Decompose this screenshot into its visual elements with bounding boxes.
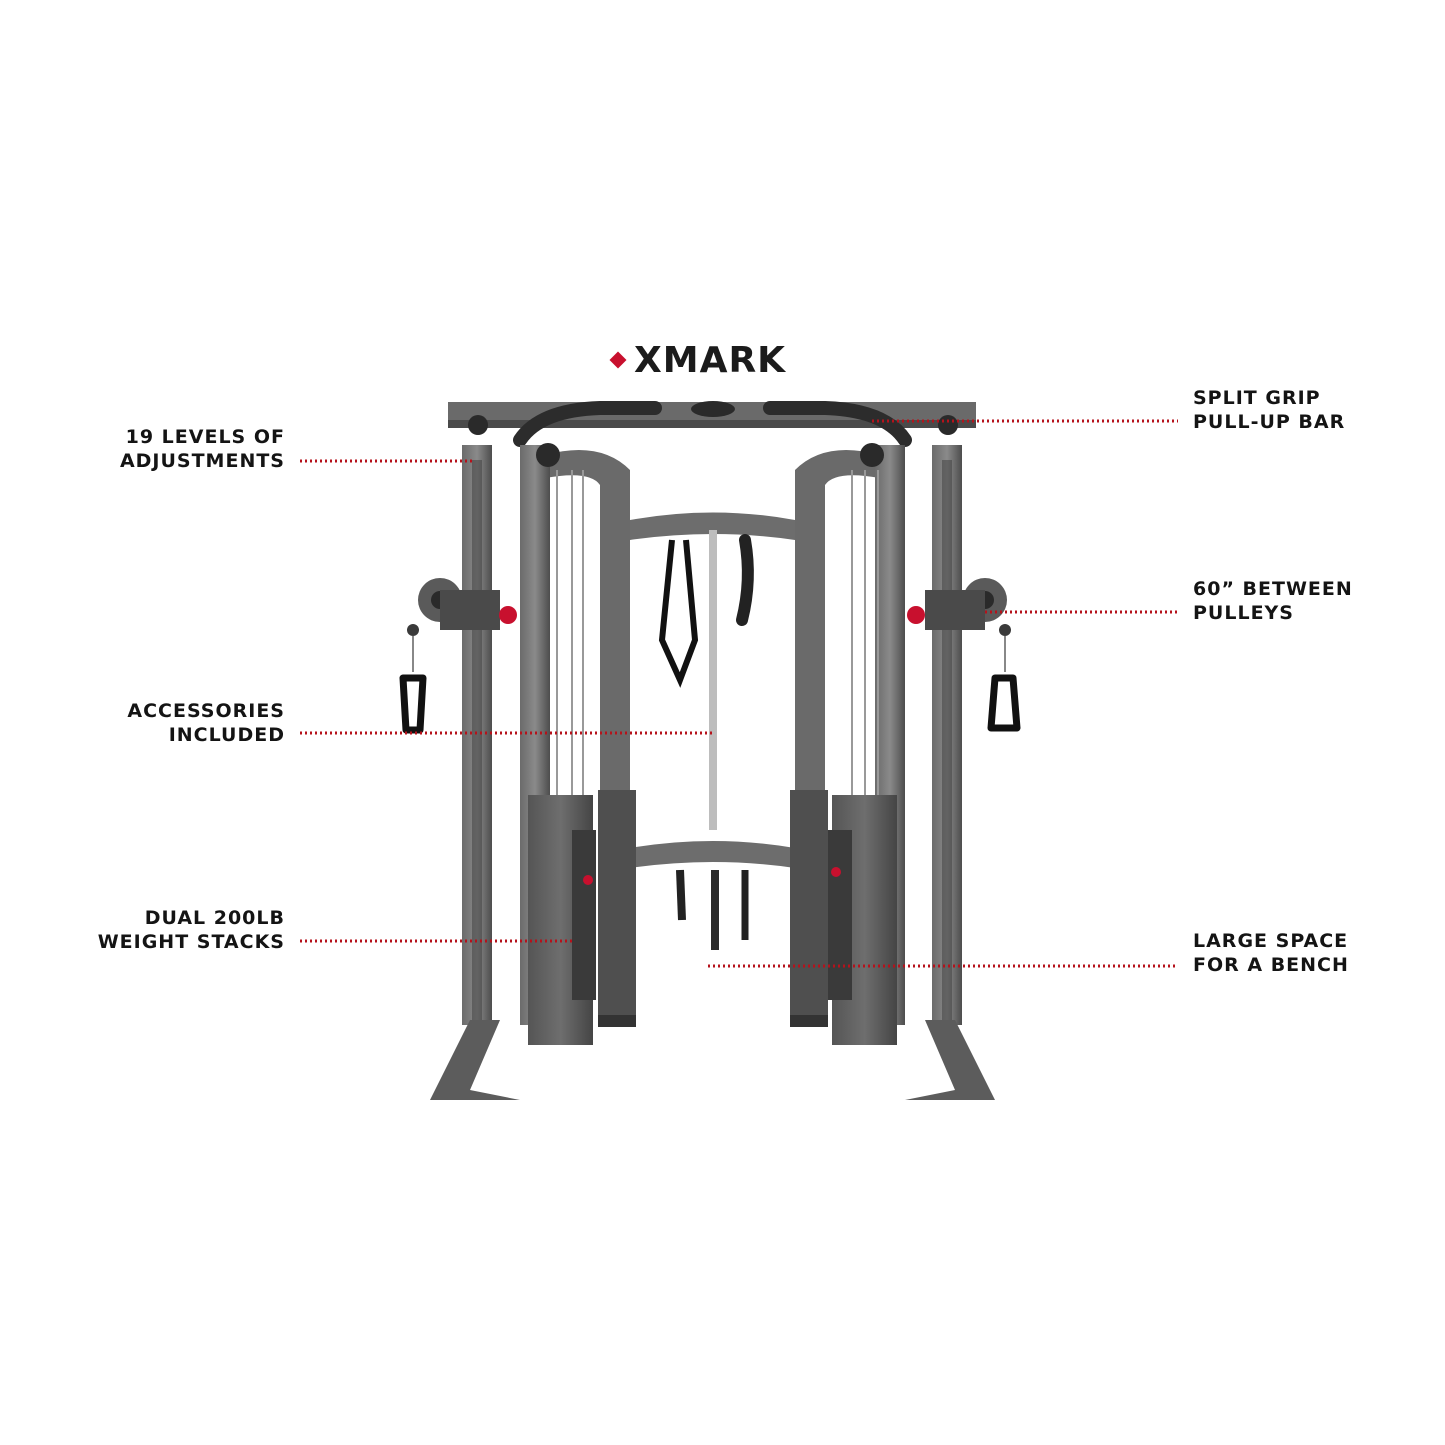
pullup-bar — [513, 401, 912, 447]
left-weight-stack — [528, 790, 636, 1045]
callout-adjustments-line1: 19 LEVELS OF — [125, 426, 285, 448]
callout-adjustments: 19 LEVELS OF ADJUSTMENTS — [120, 425, 285, 473]
callout-bench-space-line2: FOR A BENCH — [1193, 954, 1349, 976]
left-adjustment-post — [462, 445, 492, 1025]
callout-pulleys-line1: 60” BETWEEN — [1193, 578, 1353, 600]
right-d-handle — [987, 636, 1021, 732]
left-pulley-carriage — [407, 578, 517, 636]
callout-weight-stacks-line2: WEIGHT STACKS — [97, 931, 285, 953]
callout-adjustments-line2: ADJUSTMENTS — [119, 450, 285, 472]
callout-accessories-line1: ACCESSORIES — [127, 700, 285, 722]
callout-lines — [300, 419, 1178, 968]
brand-logo: XMARK — [609, 338, 787, 382]
callout-weight-stacks-line1: DUAL 200LB — [144, 907, 285, 929]
callout-bench-space-line1: LARGE SPACE — [1193, 930, 1349, 952]
logo-diamond-icon — [609, 351, 627, 369]
accessories — [658, 530, 754, 950]
callout-weight-stacks: DUAL 200LB WEIGHT STACKS — [98, 906, 285, 954]
right-adjustment-post — [932, 445, 962, 1025]
callout-pullup-bar-line2: PULL-UP BAR — [1193, 411, 1346, 433]
brand-name: XMARK — [634, 339, 787, 381]
callout-pulleys: 60” BETWEEN PULLEYS — [1193, 577, 1353, 625]
callout-bench-space: LARGE SPACE FOR A BENCH — [1193, 929, 1349, 977]
callout-pullup-bar-line1: SPLIT GRIP — [1193, 387, 1321, 409]
accessory-crossbar — [630, 512, 795, 868]
callout-accessories-line2: INCLUDED — [168, 724, 285, 746]
left-d-handle — [399, 636, 427, 734]
callout-pulleys-line2: PULLEYS — [1193, 602, 1294, 624]
callout-pullup-bar: SPLIT GRIP PULL-UP BAR — [1193, 386, 1345, 434]
callout-accessories: ACCESSORIES INCLUDED — [127, 699, 285, 747]
base-feet — [430, 1015, 995, 1100]
right-weight-stack — [790, 790, 897, 1045]
cables — [556, 470, 879, 800]
